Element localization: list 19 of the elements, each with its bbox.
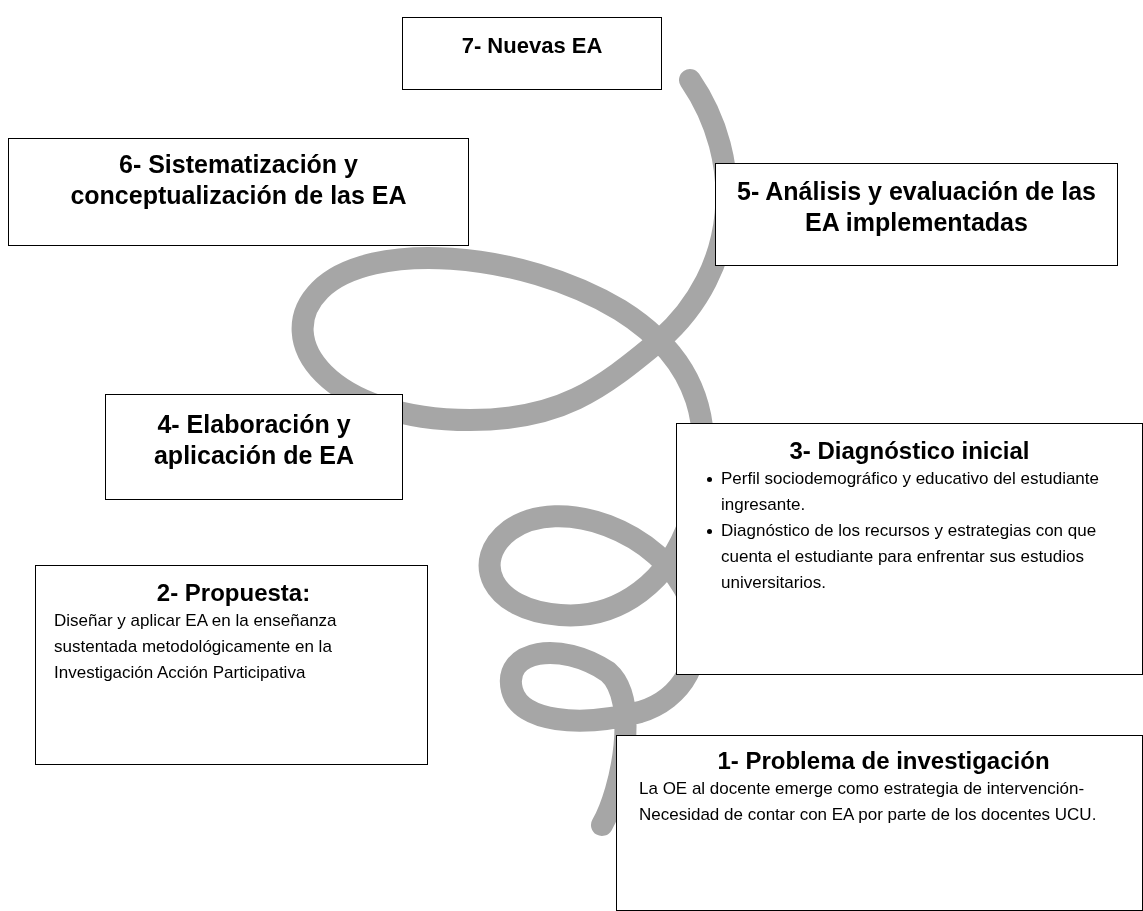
step-title: 5- Análisis y evaluación de las EA implementadas: [736, 176, 1097, 239]
step-title: 7- Nuevas EA: [460, 32, 604, 60]
step-description: La OE al docente emerge como estrategia de intervención-: [639, 778, 1086, 800]
step-box: [402, 17, 662, 90]
step-description: Necesidad de contar con EA por parte de los docentes UCU.: [639, 804, 1098, 826]
step-title: 4- Elaboración y aplicación de EA: [152, 409, 356, 472]
bullet-item: Diagnóstico de los recursos y estrategias con que cuenta el estudiante para enfrentar sus estudios universitarios.: [705, 518, 1128, 596]
step-title: 6- Sistematización y conceptualización de las EA: [69, 149, 408, 212]
step-box: [676, 423, 1143, 675]
bullet-item: Perfil sociodemográfico y educativo del estudiante ingresante.: [705, 466, 1128, 518]
step-title: 1- Problema de investigación: [716, 746, 1051, 776]
step-box: [35, 565, 428, 765]
step-box: [105, 394, 403, 500]
step-box: [8, 138, 469, 246]
step-description: Diseñar y aplicar EA en la enseñanza sustentada metodológicamente en la Investigación Acción Participativa: [54, 610, 338, 684]
step-title: 2- Propuesta:: [155, 578, 312, 608]
step-box: [715, 163, 1118, 266]
step-box: [616, 735, 1143, 911]
step-title: 3- Diagnóstico inicial: [788, 436, 1031, 466]
